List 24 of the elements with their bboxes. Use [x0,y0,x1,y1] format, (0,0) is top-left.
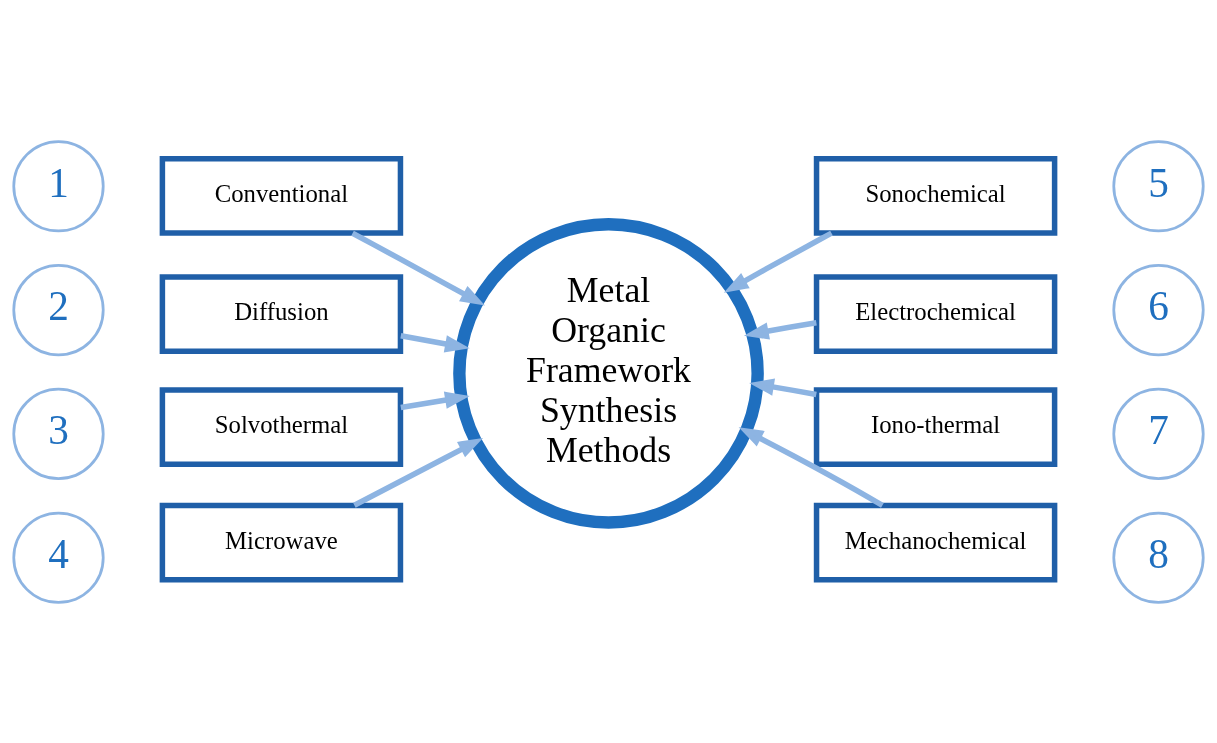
node-circle: 1 [12,139,105,232]
arrow [738,426,884,508]
node-box: Conventional [159,155,404,236]
arrow [723,230,833,293]
node-circle: 4 [12,511,105,604]
node-box: Microwave [159,502,404,583]
arrow [743,319,817,340]
node-box: Mechanochemical [813,502,1058,583]
node-box: Iono-thermal [813,386,1058,467]
arrow [353,437,484,508]
node-circle: 2 [12,263,105,356]
node-box: Electrochemical [813,273,1058,354]
node-circle: 3 [12,387,105,480]
node-box: Solvothermal [159,386,404,467]
node-circle: 8 [1112,511,1205,604]
node-circle: 6 [1112,263,1205,356]
node-box: Sonochemical [813,155,1058,236]
node-circle: 7 [1112,387,1205,480]
node-box: Diffusion [159,273,404,354]
arrow [400,391,470,410]
node-circle: 5 [1112,139,1205,232]
arrow [351,230,485,306]
arrow [400,332,470,352]
arrow [749,377,817,397]
